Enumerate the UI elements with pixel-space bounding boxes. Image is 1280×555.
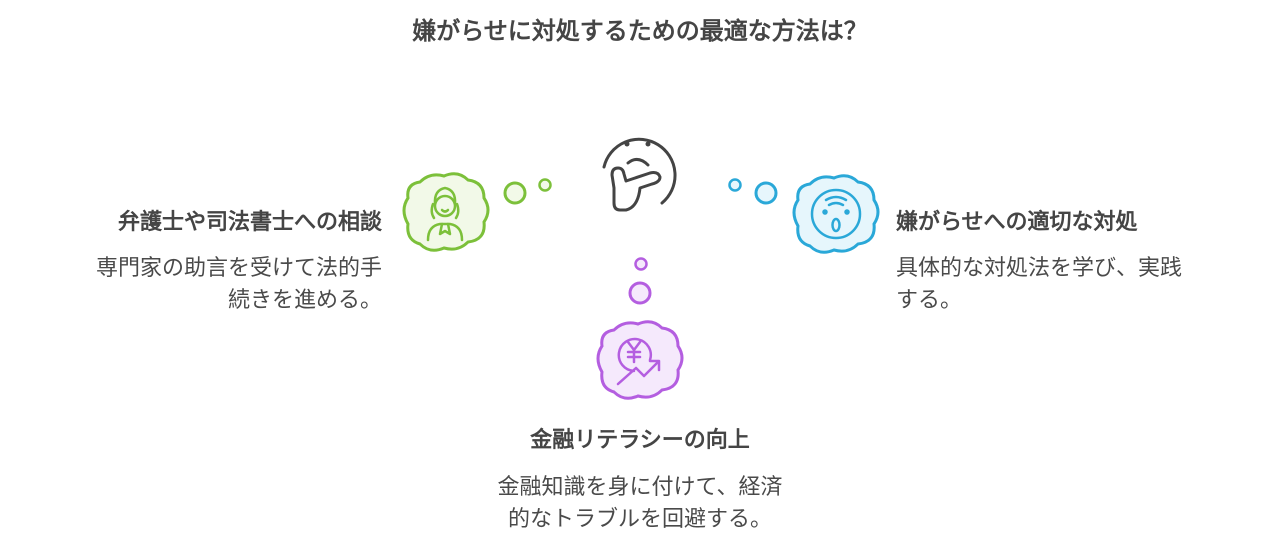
thought-bubble-dot (633, 256, 649, 272)
shocked-thought-cloud (790, 170, 882, 256)
thought-bubble-dot (727, 177, 743, 193)
branch-desc-handling: 具体的な対処法を学び、実践 する。 (896, 253, 1182, 317)
desc-line: 具体的な対処法を学び、実践 (896, 256, 1183, 281)
branch-heading-finance: 金融リテラシーの向上 (530, 428, 750, 453)
diagram-title: 嫌がらせに対処するための最適な方法は？ (412, 17, 868, 45)
thought-bubble-dot (753, 180, 779, 206)
branch-desc-finance: 金融知識を身に付けて、経済 的なトラブルを回避する。 (440, 472, 840, 536)
lawyer-icon (426, 186, 464, 242)
desc-line: 的なトラブルを回避する。 (507, 507, 772, 532)
thought-bubble-dot (627, 280, 653, 306)
desc-line: 続きを進める。 (227, 288, 382, 313)
finance-thought-cloud (594, 316, 686, 402)
branch-heading-handling: 嫌がらせへの適切な対処 (896, 210, 1138, 235)
desc-line: 金融知識を身に付けて、経済 (497, 475, 783, 500)
desc-line: 専門家の助言を受けて法的手 (95, 256, 382, 281)
thought-bubble-dot (537, 177, 553, 193)
branch-heading-lawyer: 弁護士や司法書士への相談 (117, 210, 382, 235)
lawyer-thought-cloud (400, 168, 492, 254)
thought-bubble-dot (502, 180, 528, 206)
thinking-face-icon (590, 115, 690, 215)
shocked-face-icon (810, 188, 862, 240)
desc-line: する。 (896, 288, 963, 313)
yen-growth-icon (616, 337, 661, 386)
branch-desc-lawyer: 専門家の助言を受けて法的手 続きを進める。 (96, 253, 382, 317)
